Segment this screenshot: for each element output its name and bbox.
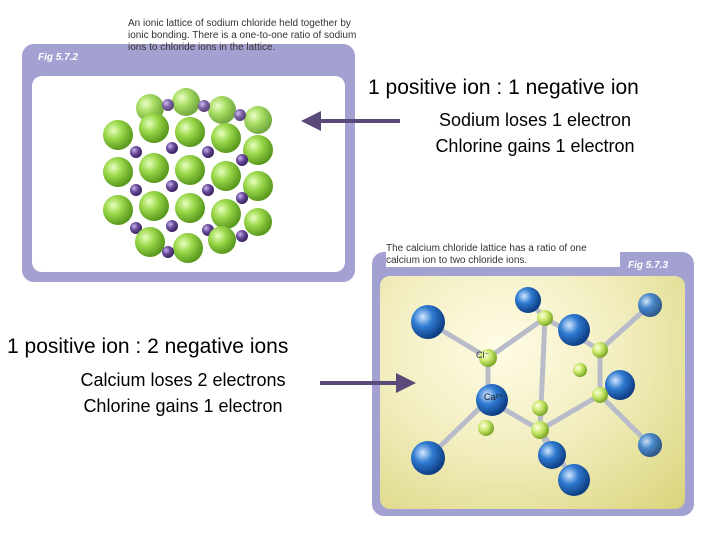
chlorine-gains-line-calcium: Chlorine gains 1 electron <box>83 396 283 416</box>
sodium-ratio-heading: 1 positive ion : 1 negative ion <box>368 76 639 99</box>
figure-label-calcium: Fig 5.7.3 <box>628 260 669 271</box>
calcium-ratio-heading: 1 positive ion : 2 negative ions <box>7 335 289 358</box>
calcium-loses-line: Calcium loses 2 electrons <box>80 370 286 390</box>
calcium-chloride-lattice <box>411 287 662 496</box>
sodium-chloride-lattice <box>103 88 273 263</box>
calcium-explanation: Calcium loses 2 electrons Chlorine gains… <box>48 367 318 419</box>
ion-label-calcium: Ca²⁺ <box>484 392 504 402</box>
ion-label-chloride: Cl⁻ <box>476 350 490 360</box>
figure-caption-calcium: The calcium chloride lattice has a ratio… <box>386 243 620 267</box>
sodium-explanation: Sodium loses 1 electron Chlorine gains 1… <box>400 107 670 159</box>
figure-label-sodium: Fig 5.7.2 <box>38 52 79 63</box>
chlorine-gains-line-sodium: Chlorine gains 1 electron <box>435 136 635 156</box>
sodium-loses-line: Sodium loses 1 electron <box>438 110 632 130</box>
figure-caption-sodium: An ionic lattice of sodium chloride held… <box>128 18 357 53</box>
